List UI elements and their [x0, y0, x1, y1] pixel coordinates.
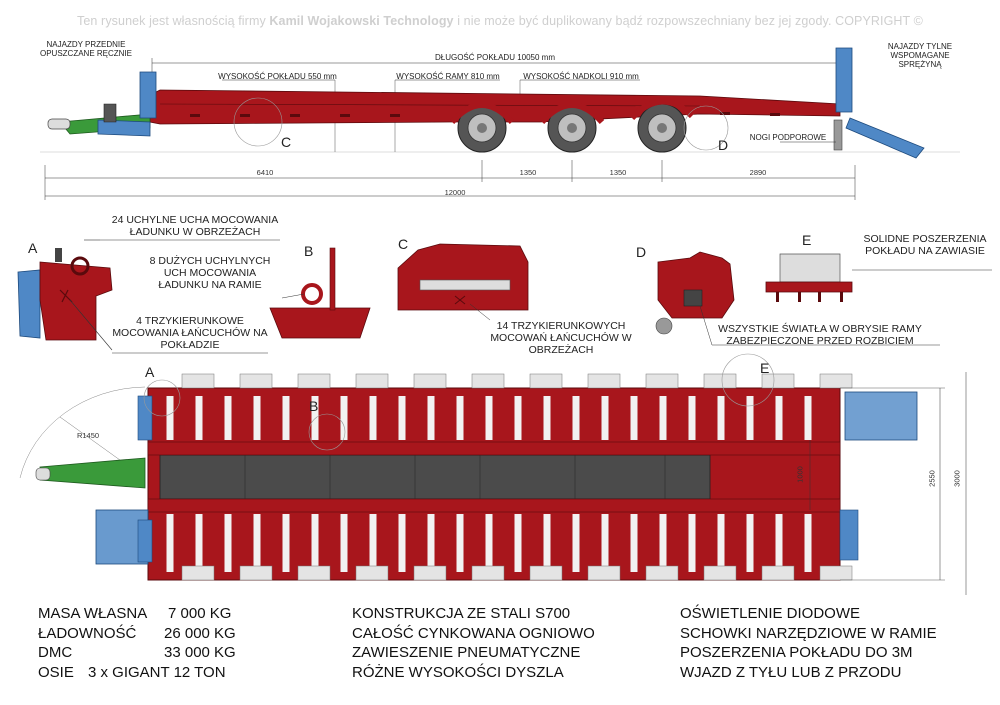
detail-c-drawing — [397, 243, 529, 321]
detail-a-text-top: 24 UCHYLNE UCHA MOCOWANIA ŁADUNKU W OBRZ… — [111, 214, 279, 238]
detail-d-letter: D — [636, 244, 647, 260]
deck-widener-tab — [587, 373, 621, 389]
detail-b-text: 8 DUŻYCH UCHYLNYCH UCH MOCOWANIA ŁADUNKU… — [149, 255, 271, 291]
deck-length-label: DŁUGOŚĆ POKŁADU 10050 mm — [434, 53, 556, 62]
deck-widener-tab — [761, 373, 795, 389]
copyright-notice: Ten rysunek jest własnością firmy Kamil … — [77, 14, 923, 28]
top-view — [19, 353, 967, 595]
deck-widener-tab — [297, 565, 331, 581]
deck-widener-tab — [703, 565, 737, 581]
side-detail-d-letter: D — [718, 137, 729, 153]
specs-column-3: OŚWIETLENIE DIODOWE SCHOWKI NARZĘDZIOWE … — [680, 604, 980, 682]
deck-widener-tab — [297, 373, 331, 389]
deck-widener-tab — [819, 373, 853, 389]
top-marker-e: E — [760, 360, 770, 376]
deck-widener-tab — [355, 565, 389, 581]
deck-widener-tab — [645, 373, 679, 389]
deck-height-label: WYSOKOŚĆ POKŁADU 550 mm — [218, 72, 337, 81]
spec-row: OŚWIETLENIE DIODOWE — [680, 605, 861, 622]
detail-b-letter: B — [304, 243, 314, 259]
side-view — [40, 47, 960, 200]
spec-row: RÓŻNE WYSOKOŚCI DYSZLA — [352, 663, 564, 681]
detail-d-drawing — [655, 251, 940, 346]
dim-6410: 6410 — [256, 168, 274, 177]
rear-ramps-label: NAJAZDY TYLNE WSPOMAGANE SPRĘŻYNĄ — [887, 42, 953, 69]
front-ramps-label: NAJAZDY PRZEDNIE OPUSZCZANE RĘCZNIE — [40, 40, 133, 58]
spec-row: POSZERZENIA POKŁADU DO 3M — [680, 644, 913, 661]
deck-widener-tab — [471, 565, 505, 581]
deck-widener-tab — [181, 565, 215, 581]
detail-c-letter: C — [398, 236, 409, 252]
spec-row: WJAZD Z TYŁU LUB Z PRZODU — [680, 663, 902, 681]
deck-widener-tab — [181, 373, 215, 389]
deck-width-label: 2550 — [927, 470, 937, 487]
inner-width-label: 1000 — [795, 466, 805, 483]
spec-row: SCHOWKI NARZĘDZIOWE W RAMIE — [680, 624, 937, 642]
detail-a-letter: A — [28, 240, 38, 256]
deck-widener-tab — [239, 565, 273, 581]
detail-a-drawing — [17, 239, 280, 354]
spec-row: ZAWIESZENIE PNEUMATYCZNE — [352, 644, 581, 661]
deck-widener-tab — [529, 373, 563, 389]
deck-widener-tab — [587, 565, 621, 581]
detail-e-letter: E — [802, 232, 812, 248]
detail-e-text: SOLIDNE POSZERZENIA POKŁADU NA ZAWIASIE — [863, 233, 987, 257]
frame-height-label: WYSOKOŚĆ RAMY 810 mm — [396, 72, 500, 81]
detail-e-drawing — [765, 253, 992, 302]
max-width-label: 3000 — [952, 470, 962, 487]
dim-total-12000: 12000 — [444, 188, 466, 197]
detail-d-text: WSZYSTKIE ŚWIATŁA W OBRYSIE RAMY ZABEZPI… — [718, 323, 922, 347]
deck-widener-tab — [819, 565, 853, 581]
support-legs-label: NOGI PODPOROWE — [749, 133, 827, 142]
deck-widener-tab — [413, 373, 447, 389]
spec-row: CAŁOŚĆ CYNKOWANA OGNIOWO — [352, 624, 595, 642]
detail-b-drawing — [269, 247, 371, 339]
specs-column-2: KONSTRUKCJA ZE STALI S700 CAŁOŚĆ CYNKOWA… — [352, 604, 632, 682]
dim-1350-a: 1350 — [519, 168, 537, 177]
detail-c-text: 14 TRZYKIERUNKOWYCH MOCOWAŃ ŁAŃCUCHÓW W … — [490, 320, 632, 356]
wheel-arch-height-label: WYSOKOŚĆ NADKOLI 910 mm — [523, 72, 639, 81]
deck-widener-tab — [413, 565, 447, 581]
deck-widener-tab — [529, 565, 563, 581]
top-marker-b: B — [309, 398, 319, 414]
deck-widener-tab — [761, 565, 795, 581]
deck-widener-tab — [355, 373, 389, 389]
spec-row: KONSTRUKCJA ZE STALI S700 — [352, 605, 571, 622]
deck-widener-tab — [703, 373, 737, 389]
deck-widener-tab — [239, 373, 273, 389]
dim-2890: 2890 — [749, 168, 767, 177]
top-marker-a: A — [145, 364, 155, 380]
radius-label: R1450 — [76, 431, 100, 440]
dim-1350-b: 1350 — [609, 168, 627, 177]
deck-widener-tab — [645, 565, 679, 581]
side-detail-c-letter: C — [281, 134, 292, 150]
detail-a-text-bottom: 4 TRZYKIERUNKOWE MOCOWANIA ŁAŃCUCHÓW NA … — [112, 315, 268, 351]
deck-widener-tab — [471, 373, 505, 389]
